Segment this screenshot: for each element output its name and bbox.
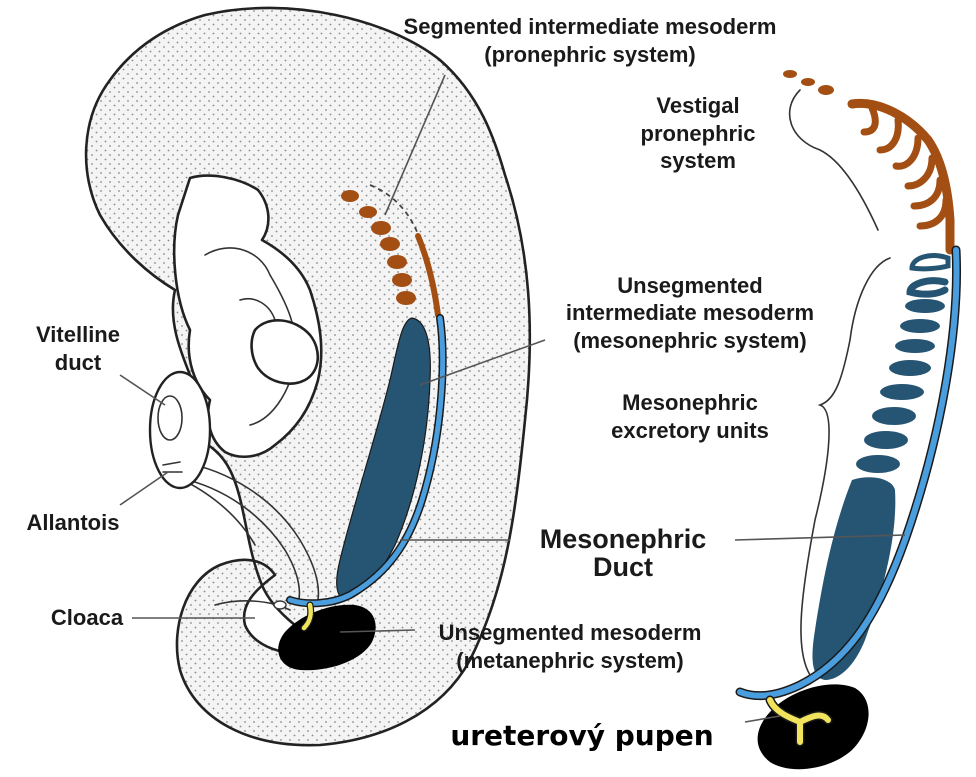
label-segmented-intermediate: Segmented intermediate mesoderm <box>404 14 777 39</box>
mesonephric-unit <box>889 360 931 376</box>
mesonephric-mesoderm-right <box>812 477 895 680</box>
label-excretory-units: excretory units <box>611 418 769 443</box>
pronephric-segment <box>359 206 377 218</box>
pronephric-tubule <box>864 108 875 132</box>
vestigal-bracket <box>790 90 878 230</box>
vestigial-dot <box>818 85 834 95</box>
label-allantois: Allantois <box>27 510 120 535</box>
vestigial-pronephric-tubules <box>852 103 950 250</box>
label-mesonephric-system: (mesonephric system) <box>573 328 807 353</box>
mesonephric-unit <box>880 384 924 400</box>
mesonephric-unit <box>872 407 916 425</box>
label-cloaca: Cloaca <box>51 605 124 630</box>
right-kidney-series <box>740 70 957 769</box>
label-vestigal: Vestigal <box>656 93 739 118</box>
label-pronephric-system: (pronephric system) <box>484 42 696 67</box>
label-ureteric-bud: ureterový pupen <box>450 719 713 752</box>
mesonephric-unit <box>864 431 908 449</box>
pronephric-segment <box>341 190 359 202</box>
vestigial-dot <box>783 70 797 78</box>
label-mesonephric-duct: Mesonephric <box>540 524 707 554</box>
pronephric-segment <box>387 255 407 269</box>
label-unsegmented: Unsegmented <box>617 273 762 298</box>
label-vitelline: Vitelline <box>36 322 120 347</box>
leader-allantois <box>120 472 168 505</box>
label-mesonephric-units: Mesonephric <box>622 390 758 415</box>
label-unsegmented-mesoderm: Unsegmented mesoderm <box>439 620 702 645</box>
label-metanephric-system: (metanephric system) <box>456 648 683 673</box>
mesonephric-unit <box>856 455 900 473</box>
pronephric-segment <box>371 221 391 235</box>
vestigial-dot <box>801 78 815 86</box>
label-vestigal-system: system <box>660 148 736 173</box>
mesonephric-unit <box>905 299 945 313</box>
pronephric-tubule <box>896 138 918 166</box>
pronephric-segment <box>396 291 416 305</box>
label-intermediate-mesoderm: intermediate mesoderm <box>566 300 814 325</box>
label-duct: Duct <box>593 552 653 582</box>
mesonephric-unit <box>910 281 945 294</box>
label-vitelline-duct: duct <box>55 350 102 375</box>
pronephric-tubule <box>880 120 898 150</box>
mesonephric-unit <box>912 256 948 269</box>
pronephric-segment <box>392 273 412 287</box>
mesonephric-unit <box>900 319 940 333</box>
label-vestigal-pronephric: pronephric <box>641 121 756 146</box>
pronephric-segment <box>380 237 400 251</box>
mesonephric-unit <box>895 339 935 353</box>
cloaca-opening <box>274 601 286 609</box>
